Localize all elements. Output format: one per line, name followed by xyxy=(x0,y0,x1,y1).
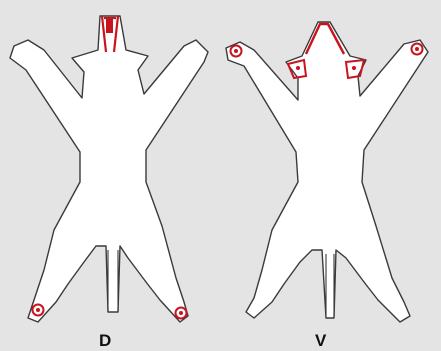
ventral-body-outline xyxy=(226,22,428,322)
ventral-left-shoulder-dot xyxy=(296,66,300,70)
ventral-right-hand-dot xyxy=(415,47,419,51)
dorsal-left-foot-marker-dot xyxy=(36,308,40,312)
ventral-right-shoulder-dot xyxy=(352,66,356,70)
ventral-silhouette xyxy=(226,22,428,322)
ventral-left-hand-dot xyxy=(234,49,238,53)
dorsal-body-outline xyxy=(10,16,208,322)
dorsal-view-label: D xyxy=(99,331,111,351)
dorsal-right-foot-marker-dot xyxy=(179,311,183,315)
dorsal-head-marker-core xyxy=(106,17,113,33)
dorsal-silhouette xyxy=(10,16,208,322)
ventral-view-label: V xyxy=(315,331,326,351)
